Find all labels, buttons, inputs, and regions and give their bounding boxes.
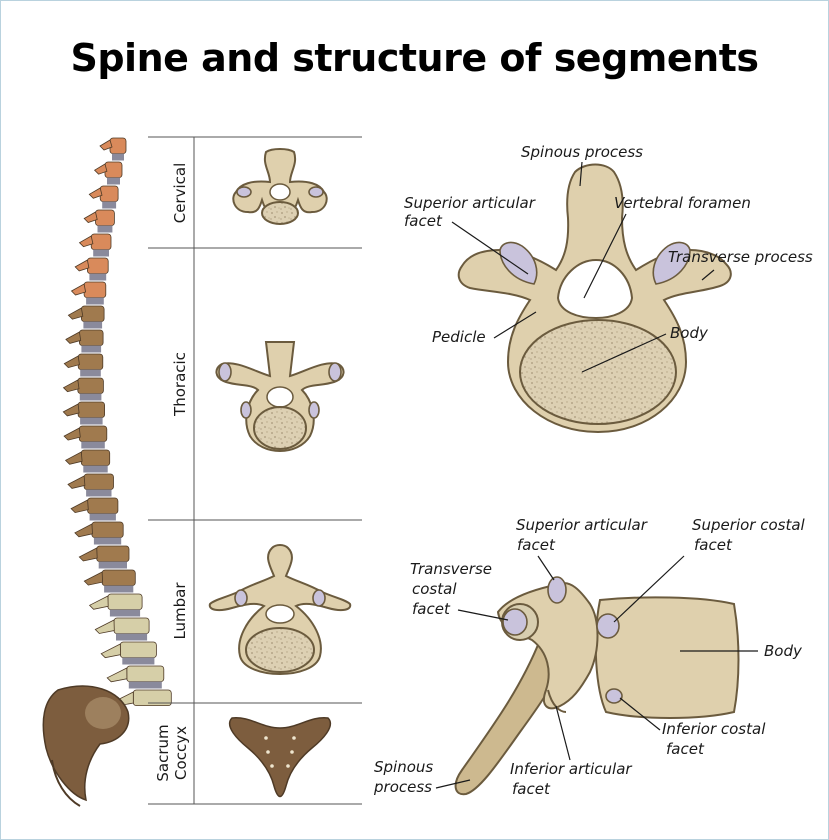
spine-vertebra [108,594,142,610]
spine-column [43,138,171,806]
spine-spinous-process [75,524,93,537]
label-inferior-articular-line1: Inferior articular [510,760,632,778]
label-side-superior-articular-line1: Superior articular [516,516,648,534]
spine-vertebra [105,162,122,178]
spine-disc [81,442,105,449]
spine-spinous-process [95,620,114,634]
spine-disc [107,178,120,185]
spine-disc [80,394,102,401]
label-side-spinous-line1: Spinous [374,758,433,776]
spine-vertebra [84,282,106,298]
spine-spinous-process [84,572,102,585]
spine-spinous-process [64,428,80,440]
spine-spinous-process [72,284,86,295]
spine-disc [80,370,101,377]
spine-vertebra [110,138,126,154]
spine-vertebra [87,258,108,274]
label-coccyx: Coccyx [172,726,190,780]
spine-vertebra [96,210,115,226]
spine-disc [93,250,109,257]
thoracic-vertebra-icon [216,342,343,451]
spine-vertebra [91,234,111,250]
spine-disc [102,202,116,209]
spine-spinous-process [68,476,85,488]
spine-disc [86,298,104,305]
label-pedicle: Pedicle [432,328,486,346]
spine-disc [116,634,147,641]
label-transverse-costal-line1: Transverse [410,560,492,578]
label-transverse-costal-line3: facet [412,600,451,618]
label-thoracic: Thoracic [171,352,189,417]
spine-disc [112,154,124,161]
spine-vertebra [97,546,129,562]
spine-spinous-process [101,644,120,658]
spine-spinous-process [79,548,97,561]
spine-vertebra [78,378,104,394]
sacrum-icon [230,718,331,797]
spine-vertebra [78,354,103,370]
spine-disc [98,226,113,233]
label-transverse-process: Transverse process [668,248,813,266]
label-lumbar: Lumbar [171,582,189,640]
spine-vertebra [81,306,104,322]
label-cervical: Cervical [171,163,189,224]
spine-vertebra [127,666,164,682]
label-superior-costal-line1: Superior costal [692,516,806,534]
spine-spinous-process [107,668,127,682]
label-transverse-costal-line2: costal [412,580,457,598]
spine-disc [81,346,101,353]
spine-disc [104,586,133,593]
spine-disc [80,418,103,425]
spine-disc [83,322,102,329]
spine-vertebra [81,450,109,466]
label-sacrum: Sacrum [154,724,172,781]
spine-disc [86,490,111,497]
spine-spinous-process [68,308,82,319]
label-side-spinous-line2: process [373,778,432,796]
cervical-vertebra-icon [233,149,326,224]
sacrum-shape [43,686,128,806]
label-inferior-costal-line1: Inferior costal [662,720,766,738]
spine-disc [90,514,116,521]
spine-spinous-process [64,380,79,392]
label-side-superior-articular-line2: facet [517,536,556,554]
label-superior-articular-facet-line2: facet [404,212,443,230]
spine-vertebra [102,570,135,586]
spine-disc [89,274,106,281]
spine-vertebra [78,402,105,418]
spine-disc [110,610,140,617]
label-superior-costal-line2: facet [694,536,733,554]
spine-vertebra [100,186,118,202]
spine-disc [99,562,127,569]
label-body-top: Body [670,324,709,342]
spine-disc [83,466,107,473]
spine-vertebra [114,618,149,634]
spine-disc [129,682,162,689]
spine-spinous-process [90,596,109,609]
label-vertebral-foramen: Vertebral foramen [614,194,751,212]
spine-vertebra [88,498,118,514]
spine-vertebra [84,474,113,490]
spine-vertebra [92,522,123,538]
spine-vertebra [120,642,156,658]
lumbar-vertebra-icon [210,545,351,674]
spine-disc [122,658,154,665]
spine-spinous-process [64,356,79,368]
label-inferior-costal-line2: facet [666,740,705,758]
spine-spinous-process [71,500,88,513]
spine-spinous-process [66,332,81,343]
spine-vertebra [79,426,107,442]
spine-disc [94,538,121,545]
label-body-side: Body [764,642,803,660]
label-inferior-articular-line2: facet [512,780,551,798]
spine-spinous-process [66,452,83,464]
spine-vertebra [79,330,103,346]
spine-spinous-process [75,260,89,271]
label-superior-articular-facet-line1: Superior articular [404,194,536,212]
segment-table: Cervical Thoracic Lumbar Sacrum Coccyx [148,137,362,804]
label-spinous-process: Spinous process [521,143,643,161]
spine-spinous-process [63,404,79,416]
